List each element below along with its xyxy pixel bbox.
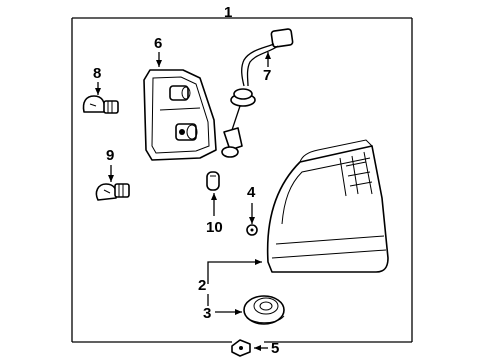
callout-6: 6 bbox=[154, 35, 162, 52]
callout-2-leader bbox=[207, 259, 262, 284]
callout-3: 3 bbox=[203, 305, 211, 322]
callout-3-leader bbox=[207, 294, 242, 315]
wedge-bulb-part bbox=[206, 171, 220, 191]
callout-4: 4 bbox=[247, 184, 256, 201]
callout-8: 8 bbox=[93, 65, 101, 82]
nut-4-part bbox=[246, 224, 258, 236]
callout-9: 9 bbox=[106, 147, 114, 164]
callout-2: 2 bbox=[198, 277, 206, 294]
gasket-part bbox=[243, 295, 285, 325]
socket-housing-part bbox=[143, 69, 217, 161]
wire-harness-part bbox=[221, 28, 294, 158]
bulb-9-part bbox=[95, 183, 130, 201]
nut-5-part bbox=[231, 339, 251, 357]
callout-1: 1 bbox=[224, 4, 232, 21]
assembly-frame bbox=[71, 17, 413, 343]
callout-10: 10 bbox=[206, 219, 223, 236]
callout-7: 7 bbox=[263, 67, 271, 84]
lamp-lens-part bbox=[266, 139, 389, 273]
bulb-8-part bbox=[82, 95, 119, 114]
callout-5: 5 bbox=[271, 340, 279, 357]
